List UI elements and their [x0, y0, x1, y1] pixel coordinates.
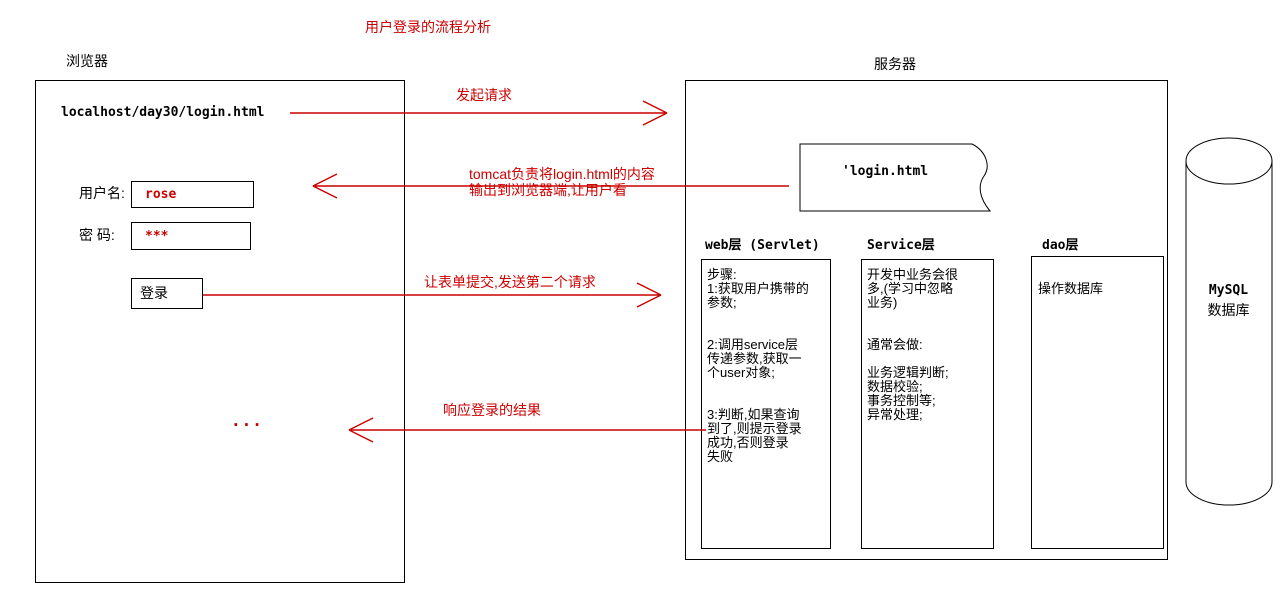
- dao-layer-header: dao层: [1042, 238, 1079, 253]
- server-label: 服务器: [874, 56, 916, 72]
- browser-url: localhost/day30/login.html: [61, 105, 265, 120]
- mysql-cylinder-body: [1185, 161, 1273, 506]
- login-page-label: 'login.html: [842, 164, 929, 179]
- dao-layer-box: 操作数据库: [1031, 256, 1164, 549]
- web-layer-content: 步骤: 1:获取用户携带的 参数; 2:调用service层 传递参数,获取一 …: [707, 267, 809, 464]
- username-input[interactable]: rose: [131, 181, 254, 208]
- arrow-login-result-label: 响应登录的结果: [443, 402, 541, 418]
- username-label: 用户名:: [79, 185, 125, 201]
- web-layer-header: web层 (Servlet): [705, 238, 820, 253]
- arrow-response-tomcat-label: tomcat负责将login.html的内容 输出到浏览器端,让用户看: [469, 166, 655, 198]
- diagram-title: 用户登录的流程分析: [365, 19, 491, 35]
- mysql-name: MySQL: [1208, 283, 1249, 298]
- arrow-form-submit-label: 让表单提交,发送第二个请求: [424, 274, 596, 290]
- password-input[interactable]: ***: [131, 222, 251, 250]
- service-layer-content: 开发中业务会很 多,(学习中忽略 业务) 通常会做: 业务逻辑判断; 数据校验;…: [867, 267, 959, 422]
- login-button[interactable]: 登录: [131, 278, 203, 309]
- dao-layer-content: 操作数据库: [1038, 281, 1104, 296]
- password-label: 密 码:: [79, 227, 115, 243]
- browser-label: 浏览器: [66, 53, 108, 69]
- mysql-cylinder-top: [1185, 137, 1273, 185]
- ellipsis-text: ...: [231, 411, 263, 430]
- browser-box: localhost/day30/login.html 用户名: rose 密 码…: [35, 80, 405, 583]
- arrow-request-initial-label: 发起请求: [456, 87, 512, 103]
- service-layer-header: Service层: [867, 238, 935, 253]
- service-layer-box: 开发中业务会很 多,(学习中忽略 业务) 通常会做: 业务逻辑判断; 数据校验;…: [861, 259, 994, 549]
- server-box: 'login.html web层 (Servlet) 步骤: 1:获取用户携带的…: [685, 80, 1168, 560]
- mysql-type-label: 数据库: [1207, 302, 1250, 318]
- web-layer-box: 步骤: 1:获取用户携带的 参数; 2:调用service层 传递参数,获取一 …: [701, 259, 831, 549]
